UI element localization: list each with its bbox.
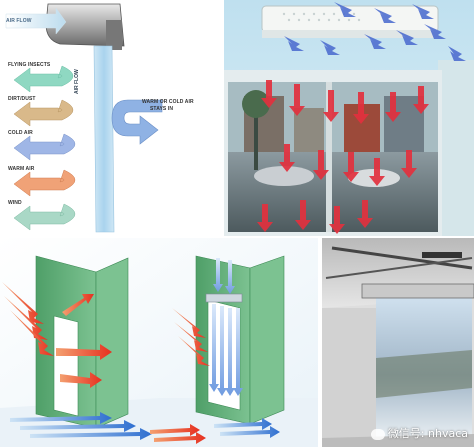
warm-air-arrow-icon — [13, 169, 76, 197]
door-with-air-curtain-scene — [150, 255, 285, 444]
door-schematics-graphics — [0, 238, 318, 447]
cold-air-floor-arrows-icon — [10, 412, 152, 440]
storefront-illustration — [224, 0, 474, 236]
incoming-air-arrows — [284, 2, 466, 61]
warm-air-entering-arrows-icon — [2, 282, 112, 388]
door-photo-illustration — [322, 238, 474, 447]
downward-air-arrows — [257, 80, 429, 234]
blocked-warm-air-arrows-icon — [172, 308, 210, 366]
wechat-icon — [370, 428, 385, 440]
wind-arrow-icon — [13, 203, 76, 231]
cold-air-label: COLD AIR — [8, 130, 33, 136]
flow-diagram-graphics — [5, 3, 163, 233]
dirt-dust-arrow-icon — [13, 99, 74, 127]
storefront-air-curtain-photo — [224, 0, 474, 236]
air-flow-label: AIR FLOW — [6, 18, 32, 24]
air-curtain-unit-icon — [205, 293, 243, 303]
open-door-without-curtain-scene — [2, 255, 152, 440]
floor-air-arrows-icon — [150, 418, 280, 444]
warm-cold-air-stays-in-arrow-icon — [111, 99, 163, 145]
air-flow-vertical-label: AIR FLOW — [74, 69, 80, 94]
air-curtain-flow-diagram: AIR FLOW AIR FLOW FLYING INSECTS DIRT/DU… — [0, 0, 222, 236]
wind-label: WIND — [8, 200, 22, 206]
air-curtain-unit-icon — [361, 283, 474, 299]
warm-air-label: WARM AIR — [8, 166, 35, 172]
air-stream-column — [93, 45, 115, 233]
flying-insects-arrow-icon — [13, 65, 74, 93]
warm-cold-air-label-line1: WARM OR COLD AIR — [142, 99, 194, 105]
air-flow-top-arrow — [5, 7, 67, 35]
watermark-text: 微信号: nhvaca — [387, 427, 468, 440]
dirt-dust-label: DIRT/DUST — [8, 96, 36, 102]
air-curtain-downflow-arrows-icon — [209, 258, 243, 396]
door-air-curtain-schematics — [0, 238, 318, 447]
flying-insects-label: FLYING INSECTS — [8, 62, 51, 68]
door-air-curtain-photo: 微信号: nhvaca — [322, 238, 474, 447]
warm-cold-air-label-line2: STAYS IN — [150, 106, 174, 112]
cold-air-arrow-icon — [13, 133, 76, 161]
wechat-watermark: 微信号: nhvaca — [370, 425, 468, 441]
